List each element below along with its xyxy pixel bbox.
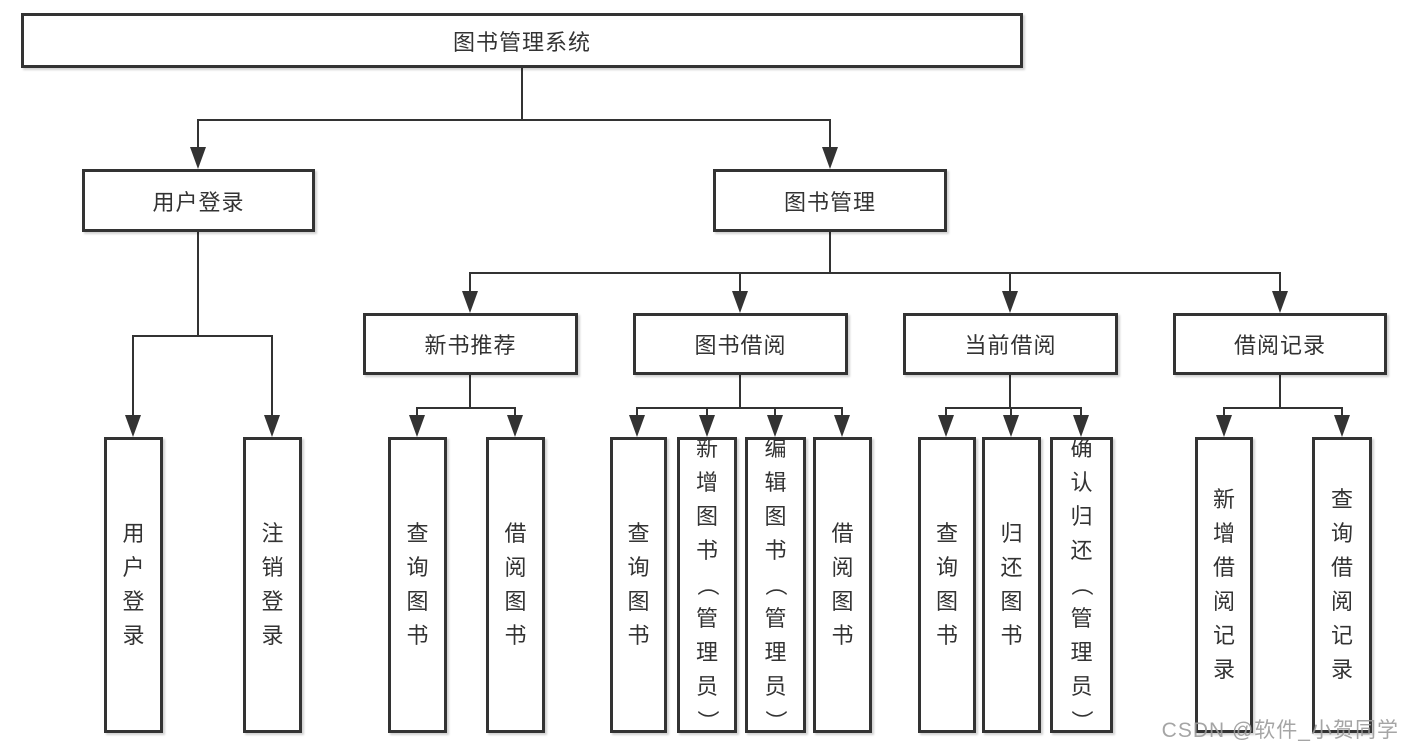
vertical-char: 确 <box>1070 436 1093 461</box>
vertical-char: 借 <box>831 521 854 546</box>
vertical-char: 询 <box>406 555 429 580</box>
vertical-char: 管 <box>1070 606 1093 631</box>
leaf-query-books-borrowing: 查询图书 <box>610 437 667 733</box>
leaf-logout-login: 注销登录 <box>243 437 302 733</box>
vertical-char: 登 <box>122 589 145 614</box>
vertical-char: 编 <box>764 436 787 461</box>
vertical-char: （ <box>694 573 720 597</box>
vertical-char: 询 <box>1330 521 1353 546</box>
vertical-char: 阅 <box>1212 589 1235 614</box>
vertical-char: 录 <box>1330 657 1353 682</box>
vertical-char: 图 <box>695 504 718 529</box>
leaf-borrow-books-borrowing: 借阅图书 <box>813 437 872 733</box>
vertical-char: 图 <box>406 589 429 614</box>
vertical-char: 户 <box>122 555 145 580</box>
vertical-char: 图 <box>831 589 854 614</box>
vertical-char: ） <box>1069 709 1095 733</box>
vertical-char: 书 <box>627 623 650 648</box>
vertical-char: 员 <box>695 674 718 699</box>
node-library-management-system: 图书管理系统 <box>21 13 1023 68</box>
vertical-char: 询 <box>935 555 958 580</box>
vertical-char: 还 <box>1000 555 1023 580</box>
node-book-borrowing: 图书借阅 <box>633 313 848 375</box>
vertical-char: 员 <box>764 674 787 699</box>
vertical-char: 书 <box>831 623 854 648</box>
vertical-char: 借 <box>1330 555 1353 580</box>
vertical-char: 查 <box>406 521 429 546</box>
vertical-char: 书 <box>406 623 429 648</box>
vertical-char: 书 <box>764 538 787 563</box>
vertical-char: 管 <box>764 606 787 631</box>
csdn-watermark: CSDN @软件_小贺同学 <box>1161 719 1399 742</box>
vertical-char: 用 <box>122 521 145 546</box>
vertical-char: 新 <box>1212 487 1235 512</box>
vertical-char: （ <box>763 573 789 597</box>
vertical-char: 阅 <box>504 555 527 580</box>
vertical-char: 书 <box>695 538 718 563</box>
vertical-char: 录 <box>261 623 284 648</box>
vertical-char: 查 <box>935 521 958 546</box>
leaf-add-borrow-record: 新增借阅记录 <box>1195 437 1253 733</box>
vertical-char: 借 <box>1212 555 1235 580</box>
vertical-char: ） <box>763 709 789 733</box>
vertical-char: 增 <box>695 470 718 495</box>
vertical-char: 理 <box>1070 640 1093 665</box>
vertical-char: 书 <box>504 623 527 648</box>
vertical-char: ） <box>694 709 720 733</box>
leaf-confirm-return-admin: 确认归还 （ 管理员 ） <box>1050 437 1113 733</box>
vertical-char: 理 <box>764 640 787 665</box>
node-user-login: 用户登录 <box>82 169 315 232</box>
vertical-char: 辑 <box>764 470 787 495</box>
leaf-edit-book-admin: 编辑图书 （ 管理员 ） <box>745 437 806 733</box>
vertical-char: 录 <box>122 623 145 648</box>
vertical-char: 图 <box>764 504 787 529</box>
vertical-char: 图 <box>504 589 527 614</box>
vertical-char: 录 <box>1212 657 1235 682</box>
vertical-char: 新 <box>695 436 718 461</box>
node-current-borrowing: 当前借阅 <box>903 313 1118 375</box>
vertical-char: 归 <box>1000 521 1023 546</box>
vertical-char: 员 <box>1070 674 1093 699</box>
vertical-char: 销 <box>261 555 284 580</box>
vertical-char: 查 <box>627 521 650 546</box>
vertical-char: 理 <box>695 640 718 665</box>
vertical-char: 阅 <box>1330 589 1353 614</box>
vertical-char: 增 <box>1212 521 1235 546</box>
node-book-management: 图书管理 <box>713 169 947 232</box>
vertical-char: 登 <box>261 589 284 614</box>
leaf-user-login: 用户登录 <box>104 437 163 733</box>
leaf-query-books-current: 查询图书 <box>918 437 976 733</box>
vertical-char: 认 <box>1070 470 1093 495</box>
vertical-char: 查 <box>1330 487 1353 512</box>
vertical-char: 记 <box>1330 623 1353 648</box>
vertical-char: 图 <box>935 589 958 614</box>
leaf-borrow-books-recommend: 借阅图书 <box>486 437 545 733</box>
vertical-char: 书 <box>935 623 958 648</box>
vertical-char: 阅 <box>831 555 854 580</box>
leaf-return-books: 归还图书 <box>982 437 1041 733</box>
vertical-char: 归 <box>1070 504 1093 529</box>
vertical-char: 询 <box>627 555 650 580</box>
vertical-char: 借 <box>504 521 527 546</box>
vertical-char: 图 <box>1000 589 1023 614</box>
leaf-add-book-admin: 新增图书 （ 管理员 ） <box>677 437 737 733</box>
vertical-char: 管 <box>695 606 718 631</box>
vertical-char: 书 <box>1000 623 1023 648</box>
leaf-query-borrow-record: 查询借阅记录 <box>1312 437 1372 733</box>
vertical-char: 图 <box>627 589 650 614</box>
node-borrowing-records: 借阅记录 <box>1173 313 1387 375</box>
vertical-char: （ <box>1069 573 1095 597</box>
vertical-char: 记 <box>1212 623 1235 648</box>
vertical-char: 还 <box>1070 538 1093 563</box>
leaf-query-books-recommend: 查询图书 <box>388 437 447 733</box>
node-new-book-recommendation: 新书推荐 <box>363 313 578 375</box>
vertical-char: 注 <box>261 521 284 546</box>
